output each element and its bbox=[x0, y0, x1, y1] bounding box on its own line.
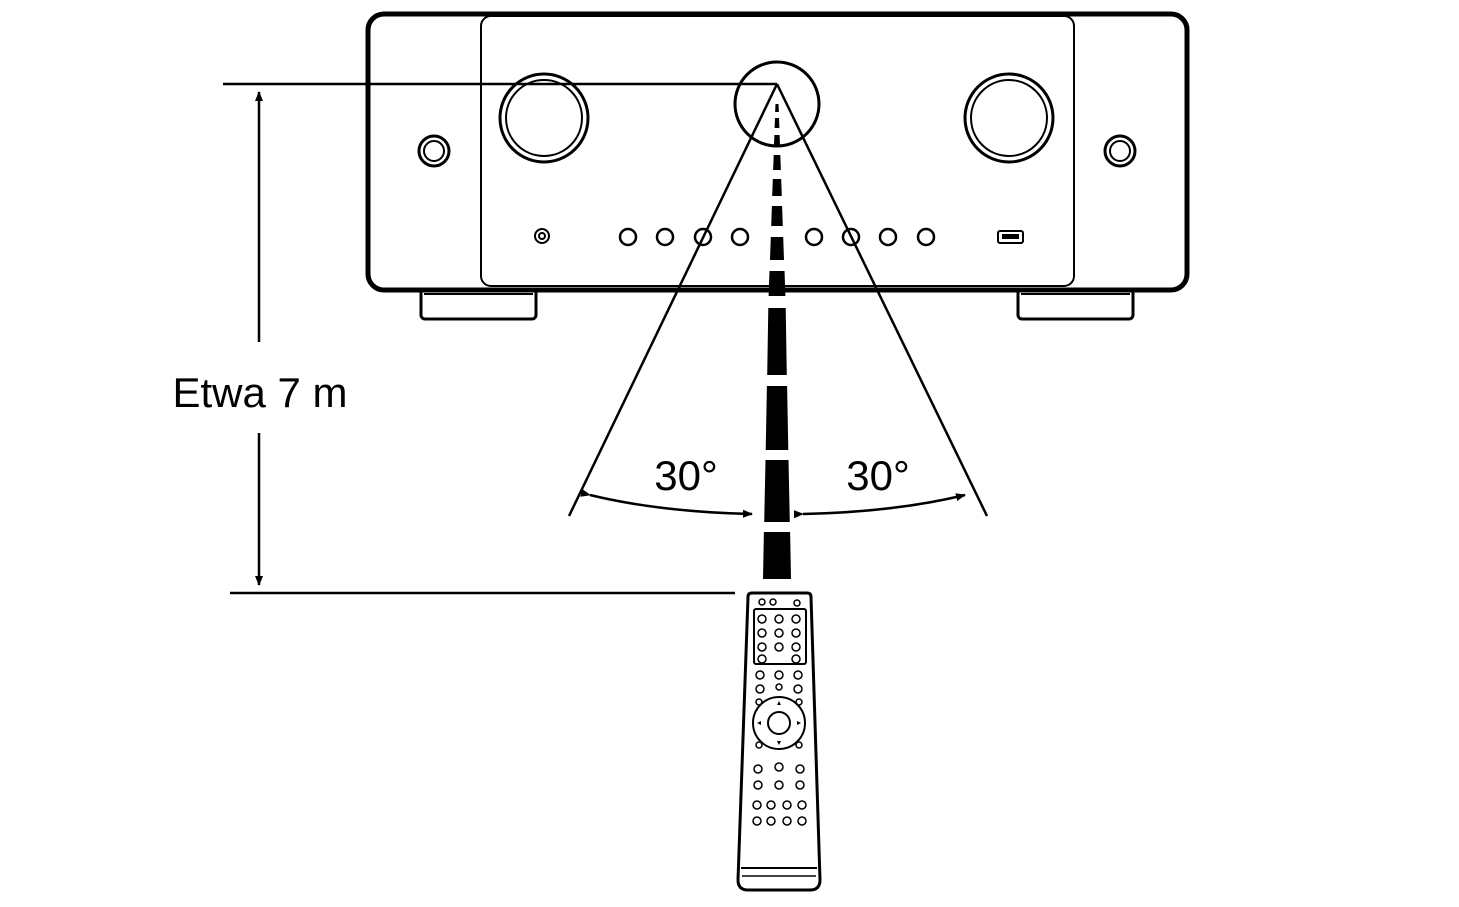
input-selector-knob bbox=[498, 72, 590, 164]
usb-port bbox=[997, 230, 1024, 244]
power-button bbox=[534, 228, 550, 244]
front-button bbox=[916, 227, 936, 247]
left-angle-arc bbox=[580, 488, 753, 518]
reception-angle-lines bbox=[567, 83, 989, 517]
angle-arcs bbox=[580, 488, 966, 519]
distance-label: Etwa 7 m bbox=[172, 369, 347, 416]
front-button bbox=[618, 227, 638, 247]
remote-cursor-pad bbox=[752, 696, 806, 750]
distance-dimension bbox=[223, 82, 777, 595]
right-angle-label: 30° bbox=[846, 452, 910, 499]
front-button bbox=[730, 227, 750, 247]
front-panel-buttons bbox=[618, 227, 936, 247]
left-angle-label: 30° bbox=[654, 452, 718, 499]
setup-mic-jack bbox=[1103, 134, 1137, 168]
remote-input-buttons bbox=[757, 614, 801, 664]
remote-lower-buttons bbox=[752, 762, 807, 826]
remote-mid-buttons bbox=[755, 670, 803, 694]
front-button bbox=[878, 227, 898, 247]
remote-input-block bbox=[753, 608, 807, 665]
remote-control bbox=[736, 591, 822, 892]
infrared-beam bbox=[763, 104, 791, 579]
front-button bbox=[655, 227, 675, 247]
right-angle-arc bbox=[793, 493, 966, 519]
volume-knob bbox=[963, 72, 1055, 164]
remote-power-buttons bbox=[758, 598, 801, 607]
front-button bbox=[804, 227, 824, 247]
headphone-jack bbox=[417, 134, 451, 168]
